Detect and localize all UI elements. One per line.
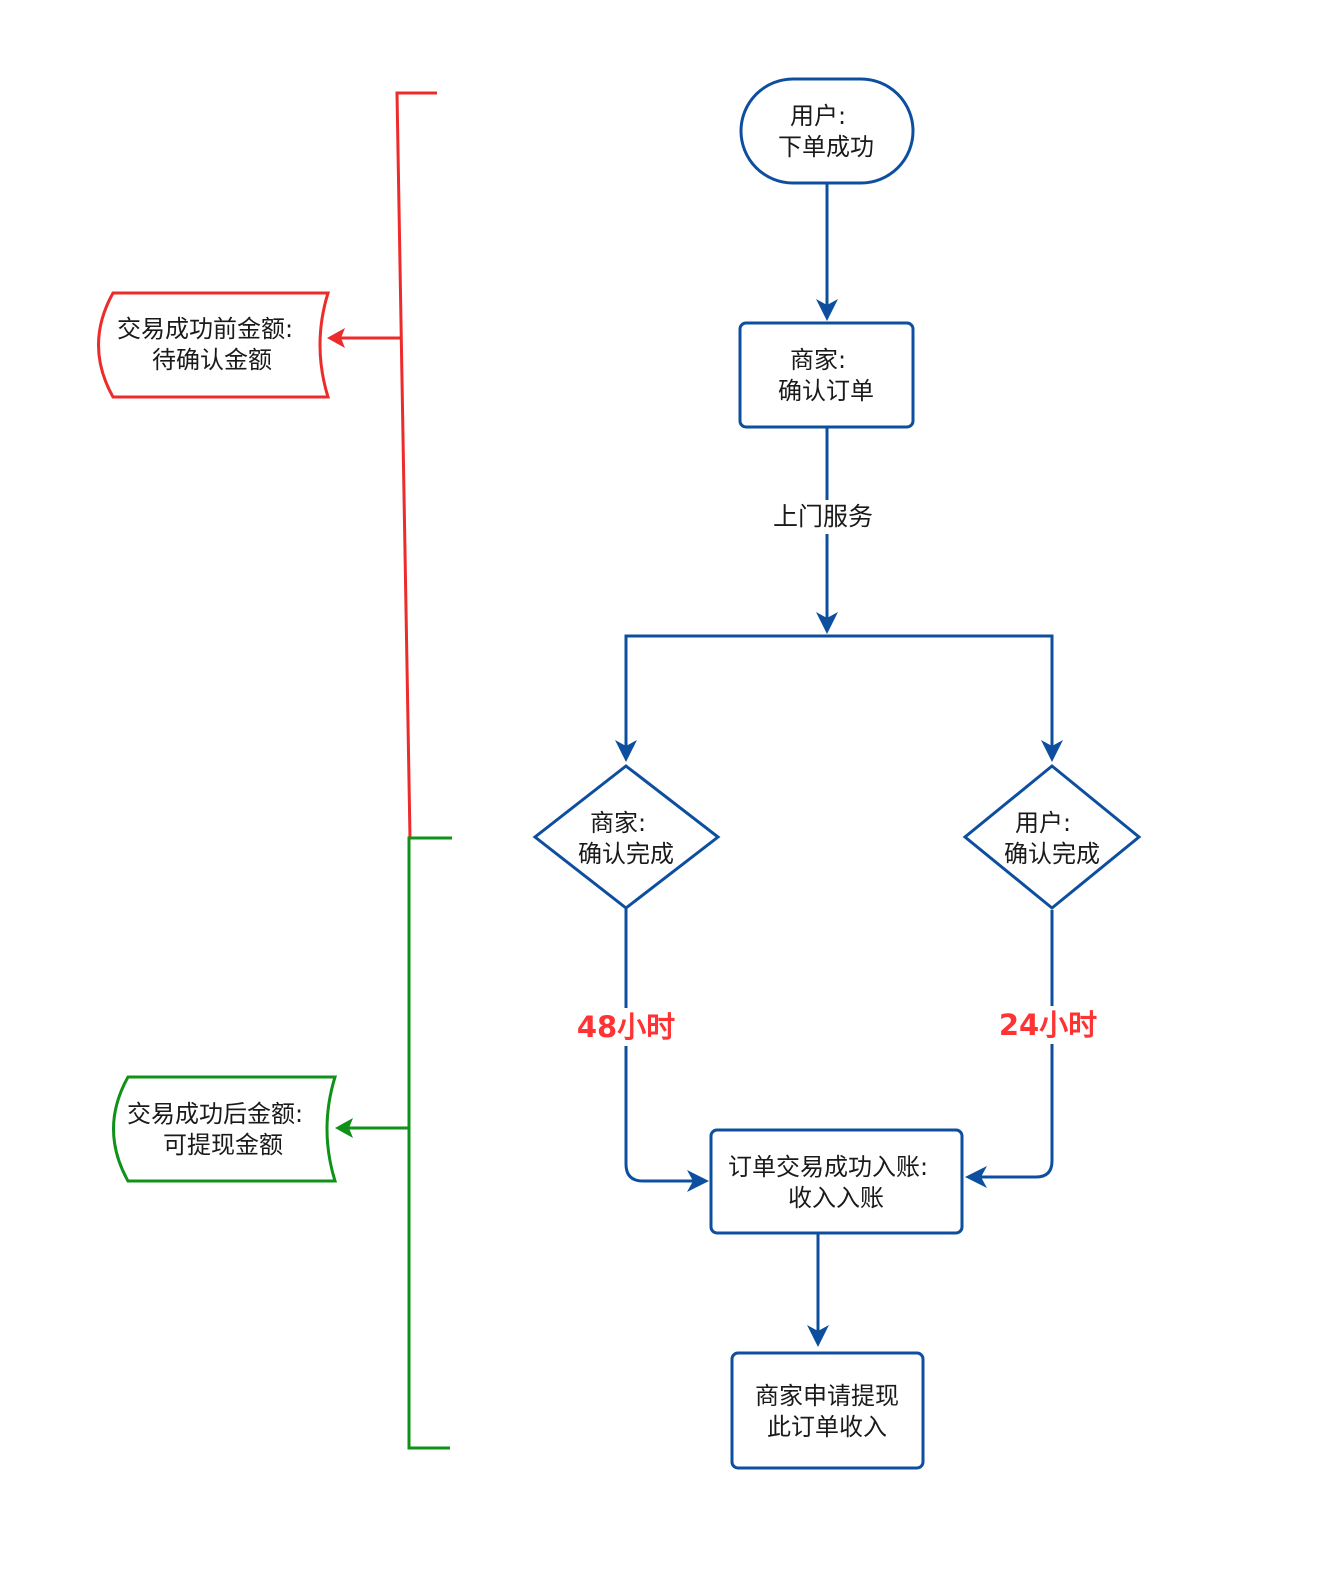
pending-period-bracket <box>327 91 437 839</box>
start-node: 用户: 下单成功 <box>739 77 915 185</box>
user-wait-label: 24小时 <box>996 1006 1100 1044</box>
available-note-line2: 可提现金额 <box>163 1131 283 1159</box>
flow-arrowheads <box>615 299 1063 1347</box>
income-recorded-line2: 收入入账 <box>788 1184 884 1212</box>
pending-amount-note: 交易成功前金额: 待确认金额 <box>97 291 331 399</box>
merchant-confirm-complete-line1: 商家: <box>590 809 646 837</box>
income-recorded-line1: 订单交易成功入账: <box>728 1153 928 1181</box>
withdraw-line1: 商家申请提现 <box>755 1382 899 1410</box>
merchant-confirm-complete-line2: 确认完成 <box>578 840 674 868</box>
available-amount-note: 交易成功后金额: 可提现金额 <box>112 1075 338 1183</box>
user-confirm-complete-line1: 用户: <box>1015 809 1071 837</box>
merchant-confirm-order-node: 商家: 确认订单 <box>738 321 915 429</box>
merchant-confirm-complete-node: 商家: 确认完成 <box>532 764 721 910</box>
pending-note-line2: 待确认金额 <box>152 346 272 374</box>
user-confirm-complete-node: 用户: 确认完成 <box>962 764 1142 910</box>
withdraw-line2: 此订单收入 <box>767 1413 887 1441</box>
available-period-bracket <box>335 836 452 1450</box>
available-note-line1: 交易成功后金额: <box>127 1100 303 1128</box>
user-wait-text: 24小时 <box>999 1008 1097 1042</box>
withdraw-node: 商家申请提现 此订单收入 <box>730 1351 925 1470</box>
start-node-line1: 用户: <box>790 102 846 130</box>
pending-note-line1: 交易成功前金额: <box>117 315 293 343</box>
merchant-wait-label: 48小时 <box>575 1008 677 1046</box>
merchant-wait-text: 48小时 <box>577 1010 675 1044</box>
income-recorded-node: 订单交易成功入账: 收入入账 <box>709 1128 964 1235</box>
service-label-text: 上门服务 <box>773 502 873 531</box>
service-edge-label: 上门服务 <box>768 500 878 534</box>
user-confirm-complete-line2: 确认完成 <box>1004 840 1100 868</box>
merchant-confirm-order-line2: 确认订单 <box>778 377 874 405</box>
merchant-confirm-order-line1: 商家: <box>790 346 846 374</box>
start-node-line2: 下单成功 <box>778 133 874 161</box>
